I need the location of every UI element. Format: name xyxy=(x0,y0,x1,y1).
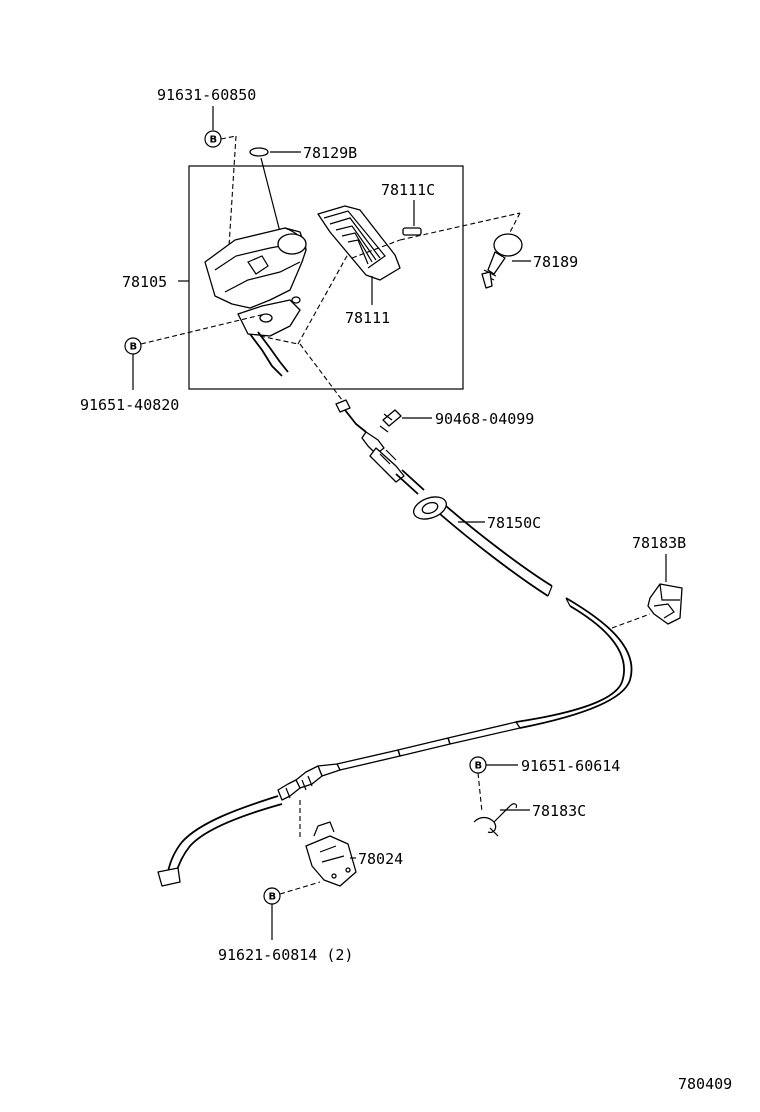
label-78189: 78189 xyxy=(533,253,578,271)
label-78150c: 78150C xyxy=(487,514,541,532)
bolt-91631-60850[interactable]: 91631-60850 B xyxy=(157,86,256,263)
label-91651-40820: 91651-40820 xyxy=(80,396,179,414)
stopper-78189[interactable]: 78189 xyxy=(481,212,578,289)
clamp-78183b[interactable]: 78183B xyxy=(611,534,686,629)
bolt-91651-60614[interactable]: B 91651-60614 xyxy=(469,756,620,813)
bolt-b-text: B xyxy=(475,761,483,772)
label-78129b: 78129B xyxy=(303,144,357,162)
bolt-b-text: B xyxy=(269,892,277,903)
clip-78129b[interactable]: 78129B xyxy=(249,144,357,233)
pedal-assembly-box xyxy=(188,165,464,390)
bolt-91651-40820[interactable]: B 91651-40820 xyxy=(80,313,266,414)
label-78183b: 78183B xyxy=(632,534,686,552)
label-91621-60814: 91621-60814 (2) xyxy=(218,946,353,964)
label-78024: 78024 xyxy=(358,850,403,868)
clip-78183c[interactable]: 78183C xyxy=(473,802,586,837)
label-90468-04099: 90468-04099 xyxy=(435,410,534,428)
label-78183c: 78183C xyxy=(532,802,586,820)
label-78111: 78111 xyxy=(345,309,390,327)
bolt-91621-60814[interactable]: B 91621-60814 (2) xyxy=(218,881,353,964)
label-91631-60850: 91631-60850 xyxy=(157,86,256,104)
label-91651-60614: 91651-60614 xyxy=(521,757,620,775)
pedal-pad-78111[interactable]: 78111 xyxy=(317,205,401,327)
diagram-code: 780409 xyxy=(678,1075,732,1093)
label-78111c: 78111C xyxy=(381,181,435,199)
pedal-bracket-78105[interactable]: 78105 xyxy=(122,227,349,377)
label-78105: 78105 xyxy=(122,273,167,291)
throttle-cable-78150c[interactable]: 78150C xyxy=(157,493,633,887)
bolt-b-text: B xyxy=(210,135,218,146)
cable-connector-90468[interactable]: 90468-04099 xyxy=(299,343,534,495)
pin-78111c[interactable]: 78111C xyxy=(351,181,521,259)
bolt-b-text: B xyxy=(130,342,138,353)
bracket-78024[interactable]: 78024 xyxy=(299,800,403,887)
